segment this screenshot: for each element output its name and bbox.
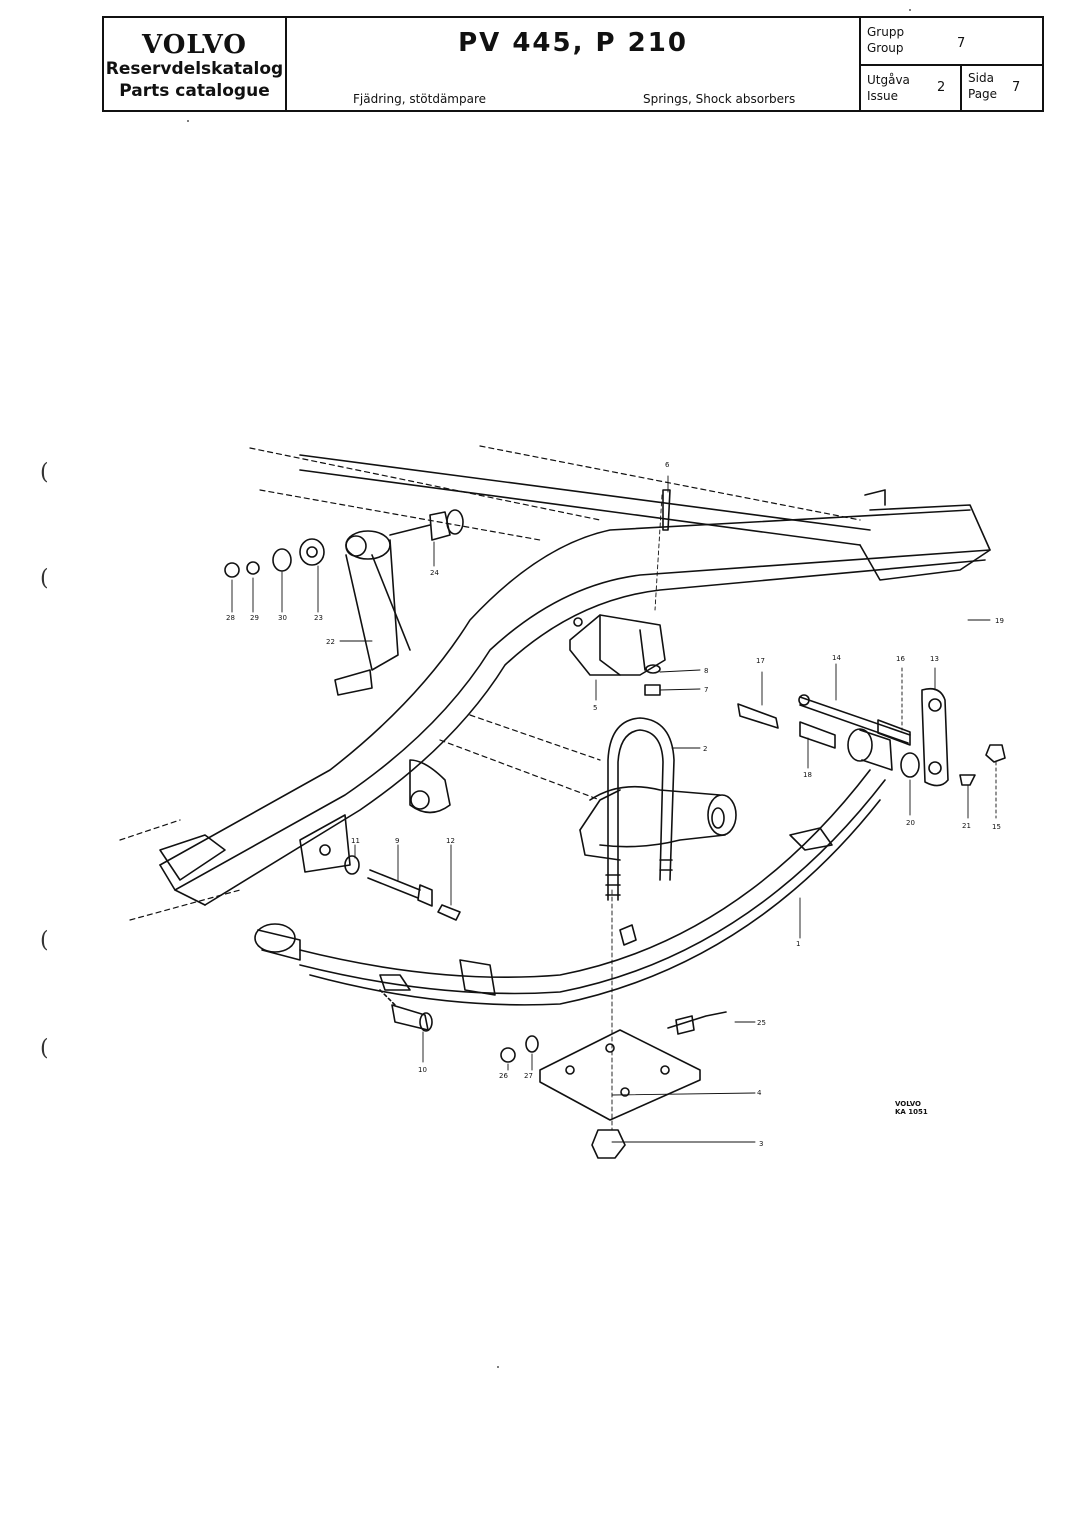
subtitle-sv: Fjädring, stötdämpare [353, 92, 487, 106]
callout-4: 4 [757, 1089, 762, 1097]
callout-18: 18 [803, 771, 812, 779]
page-label-sv: Sida [968, 71, 994, 85]
callout-5: 5 [593, 704, 597, 712]
callout-15: 15 [992, 823, 1001, 831]
model-cell: PV 445, P 210 Fjädring, stötdämpare Spri… [287, 18, 861, 110]
axle-tube [579, 785, 737, 861]
callout-11: 11 [351, 837, 360, 845]
callout-22: 22 [326, 638, 335, 646]
issue-value: 2 [937, 80, 946, 95]
scan-specks [187, 9, 911, 1368]
callout-25: 25 [757, 1019, 766, 1027]
page-value: 7 [1012, 80, 1021, 95]
page-label-en: Page [968, 87, 998, 101]
reference-cell: Grupp Group 7 Utgåva Issue 2 Sida Page 7 [861, 18, 1042, 110]
binder-mark: ( [40, 928, 49, 953]
callout-3: 3 [759, 1140, 763, 1148]
callout-6: 6 [665, 461, 670, 469]
callout-labels: 1 2 3 4 5 6 7 8 9 10 11 12 13 14 15 16 1… [226, 461, 1004, 1148]
brand-logo: VOLVO [142, 30, 247, 60]
spring-plate [500, 1011, 727, 1159]
model-title: PV 445, P 210 [458, 28, 688, 58]
group-label-en: Group [867, 41, 904, 55]
callout-10: 10 [418, 1066, 427, 1074]
callout-12: 12 [446, 837, 455, 845]
shock-mount-hardware [224, 509, 464, 578]
catalog-title-sv: Reservdelskatalog [105, 59, 284, 79]
issue-box: Utgåva Issue 2 [861, 66, 962, 110]
leader-lines [231, 475, 997, 1143]
drawing-code: VOLVO KA 1051 [895, 1100, 928, 1116]
u-bolt [605, 717, 675, 901]
callout-7: 7 [704, 686, 708, 694]
callout-29: 29 [250, 614, 259, 622]
callout-8: 8 [704, 667, 708, 675]
chassis-member [159, 509, 991, 906]
callout-2: 2 [703, 745, 707, 753]
binder-mark: ( [40, 1036, 49, 1061]
front-bolt-assembly [299, 814, 461, 921]
callout-19: 19 [995, 617, 1004, 625]
callout-1: 1 [796, 940, 800, 948]
page-box: Sida Page 7 [962, 66, 1042, 110]
callout-13: 13 [930, 655, 939, 663]
drawing-code-line1: VOLVO [895, 1100, 921, 1108]
binder-mark: ( [40, 566, 49, 591]
issue-label-sv: Utgåva [867, 73, 910, 87]
catalog-title-en: Parts catalogue [119, 81, 270, 101]
binder-mark: ( [40, 460, 49, 485]
brand-cell: VOLVO Reservdelskatalog Parts catalogue [104, 18, 287, 110]
upper-frame-rail [299, 454, 991, 581]
callout-21: 21 [962, 822, 971, 830]
leaf-spring [254, 728, 893, 1006]
drawing-code-line2: KA 1051 [895, 1108, 928, 1116]
callout-26: 26 [499, 1072, 508, 1080]
callout-14: 14 [832, 654, 841, 662]
rubber-bumper [569, 614, 666, 676]
callout-28: 28 [226, 614, 235, 622]
callout-16: 16 [896, 655, 905, 663]
group-label: Grupp Group [867, 24, 904, 56]
callout-20: 20 [906, 819, 915, 827]
callout-23: 23 [314, 614, 323, 622]
shock-absorber [334, 530, 451, 814]
group-box: Grupp Group 7 [861, 18, 1042, 66]
callout-9: 9 [395, 837, 399, 845]
frame-outline-dashed [119, 445, 861, 921]
shackle-assembly [737, 687, 1006, 787]
callout-27: 27 [524, 1072, 533, 1080]
spring-bushing [379, 989, 433, 1032]
issue-label-en: Issue [867, 89, 899, 103]
issue-label: Utgåva Issue [867, 72, 910, 104]
page-label: Sida Page [968, 70, 997, 102]
callout-30: 30 [278, 614, 287, 622]
callout-17: 17 [756, 657, 765, 665]
subtitle-en: Springs, Shock absorbers [643, 92, 796, 106]
group-value: 7 [957, 36, 966, 51]
callout-24: 24 [430, 569, 439, 577]
group-label-sv: Grupp [867, 25, 905, 39]
title-block: VOLVO Reservdelskatalog Parts catalogue … [102, 16, 1044, 112]
